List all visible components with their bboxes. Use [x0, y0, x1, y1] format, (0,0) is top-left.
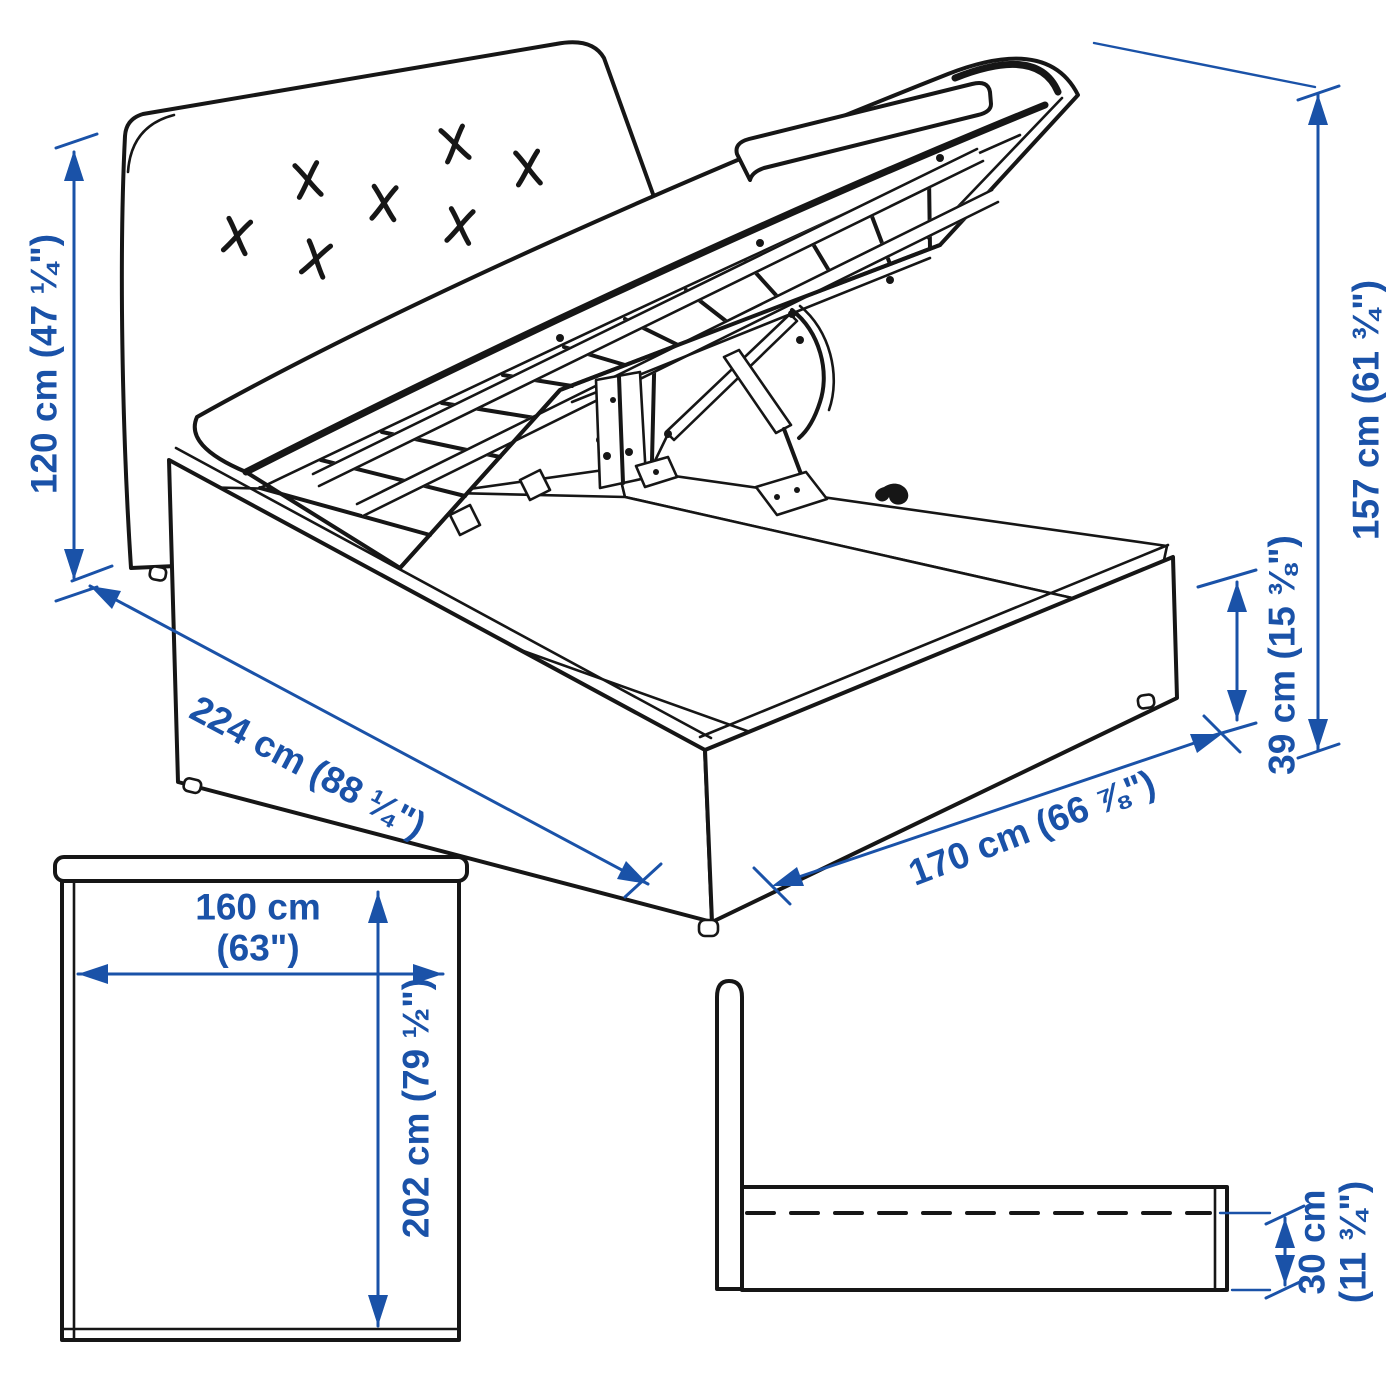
- mattress-length-label: 202 cm (79 ½"): [395, 977, 437, 1239]
- storage-height-metric: 30 cm: [1291, 1189, 1333, 1295]
- storage-box: [167, 446, 1179, 938]
- mattress-width-metric: 160 cm: [195, 886, 321, 928]
- top-view: [53, 855, 469, 1342]
- hinge-strap: [448, 503, 482, 537]
- base-bracket: [754, 470, 829, 517]
- mattress-width-label: 160 cm (63"): [195, 887, 321, 970]
- handle: [734, 81, 993, 182]
- headboard-foot: [148, 565, 168, 582]
- side-view-headboard: [715, 979, 744, 1291]
- top-view-headboard: [53, 855, 469, 883]
- dim-open-height: [1092, 41, 1341, 760]
- open-height-label: 157 cm (61 ¾"): [1345, 279, 1387, 541]
- platform-edge-band: [242, 101, 1049, 476]
- right-rim: [698, 543, 1170, 739]
- mattress-width-imperial: (63"): [216, 928, 300, 969]
- headboard-edge-roll: [126, 113, 176, 174]
- lift-arm: [664, 312, 799, 442]
- bed-foot-right: [1136, 693, 1156, 710]
- dim-storage-height: [1218, 1204, 1306, 1300]
- dim-footboard-height: [1196, 568, 1258, 742]
- side-view-frame: [740, 1185, 1229, 1292]
- footboard-height-label: 39 cm (15 ⅜"): [1261, 535, 1303, 775]
- side-view: [715, 979, 1229, 1292]
- lift-mechanism: [594, 304, 836, 517]
- gas-strut-rod: [782, 427, 803, 476]
- dimension-annotations: [54, 41, 1341, 1328]
- bed-foot-left: [182, 777, 203, 795]
- center-rails: [311, 147, 1000, 518]
- dim-frame-length: [70, 564, 663, 899]
- dim-mattress-width: [76, 964, 445, 984]
- perspective-view: [119, 40, 1179, 938]
- dim-mattress-length: [368, 890, 388, 1328]
- slatted-base: [192, 56, 1080, 570]
- headboard-height-label: 120 cm (47 ¼"): [23, 233, 65, 495]
- dim-headboard-height: [54, 132, 99, 603]
- hinge-strap: [518, 468, 552, 502]
- top-view-frame: [60, 879, 461, 1342]
- front-rim: [174, 446, 713, 740]
- storage-height-label: 30 cm (11 ¾"): [1292, 1181, 1375, 1303]
- box-right-face: [703, 555, 1179, 924]
- swing-bracket: [790, 308, 826, 440]
- bed-foot-front: [697, 918, 720, 938]
- dim-frame-width: [752, 714, 1242, 906]
- storage-height-imperial: (11 ¾"): [1333, 1180, 1374, 1304]
- gas-strut-cylinder: [722, 348, 793, 435]
- frame-lower-edge: [398, 243, 942, 570]
- latch-icon: [875, 483, 909, 505]
